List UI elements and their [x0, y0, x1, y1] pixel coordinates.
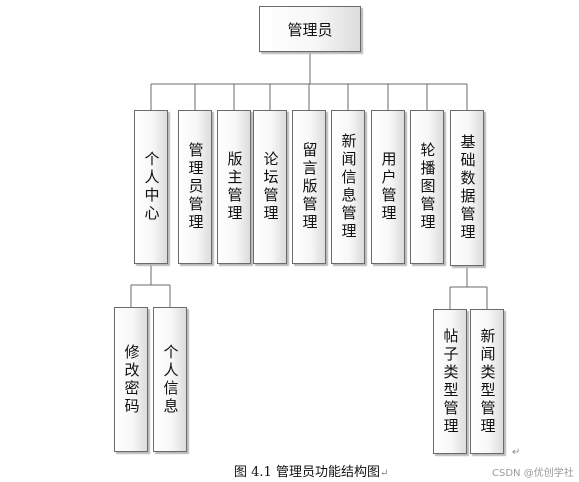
node-moderator-management: 版主管理 — [217, 110, 251, 264]
watermark: CSDN @优创学社 — [492, 468, 574, 479]
node-forum-management: 论坛管理 — [253, 110, 287, 264]
node-label: 基础数据管理 — [458, 134, 477, 242]
paragraph-mark: ↵ — [379, 468, 389, 479]
node-label: 用户管理 — [379, 151, 398, 223]
node-label: 个人信息 — [161, 343, 180, 416]
node-label: 个人中心 — [142, 151, 161, 223]
node-label: 轮播图管理 — [418, 142, 437, 232]
node-admin-root: 管理员 — [259, 6, 361, 52]
node-label: 管理员管理 — [186, 142, 205, 232]
node-label: 管理员 — [287, 20, 333, 39]
node-label: 新闻信息管理 — [339, 133, 358, 241]
node-label: 修改密码 — [122, 343, 141, 416]
caption-text: 图 4.1 管理员功能结构图 — [234, 465, 380, 480]
node-basic-data-management: 基础数据管理 — [450, 110, 484, 266]
node-news-type-management: 新闻类型管理 — [470, 309, 504, 454]
node-label: 论坛管理 — [261, 151, 280, 223]
node-message-board-management: 留言版管理 — [292, 110, 326, 264]
node-admin-management: 管理员管理 — [178, 110, 212, 264]
node-label: 留言版管理 — [300, 142, 319, 232]
node-carousel-management: 轮播图管理 — [410, 110, 444, 264]
node-personal-center: 个人中心 — [134, 110, 168, 264]
figure-caption: 图 4.1 管理员功能结构图↵ — [234, 461, 388, 480]
node-label: 新闻类型管理 — [478, 327, 497, 436]
node-change-password: 修改密码 — [114, 307, 148, 452]
node-label: 版主管理 — [225, 151, 244, 223]
node-post-type-management: 帖子类型管理 — [433, 309, 467, 454]
node-news-info-management: 新闻信息管理 — [331, 110, 365, 264]
node-label: 帖子类型管理 — [441, 327, 460, 436]
node-personal-info: 个人信息 — [153, 307, 187, 452]
paragraph-mark: ↵ — [512, 447, 521, 458]
node-user-management: 用户管理 — [371, 110, 405, 264]
